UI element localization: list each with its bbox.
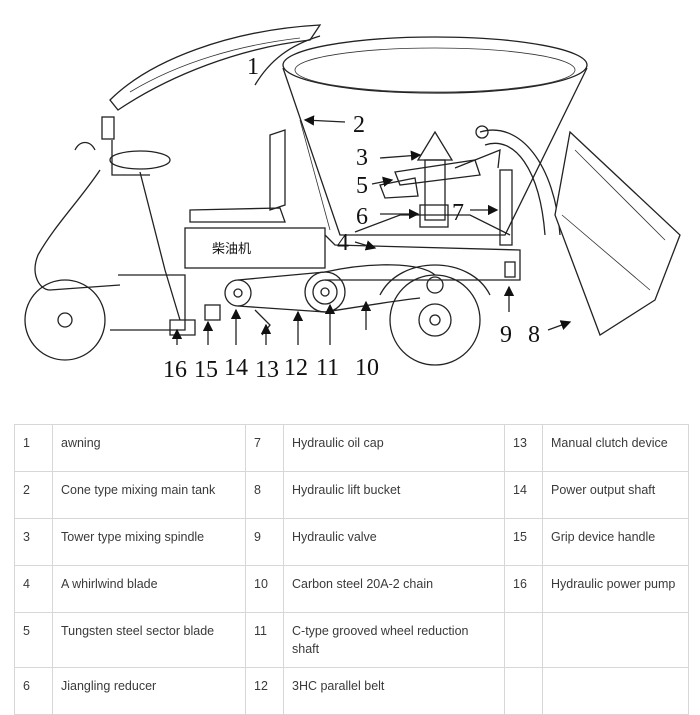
callout-4: 4 [337, 230, 349, 256]
part-name: Hydraulic power pump [542, 565, 689, 613]
part-number: 11 [245, 612, 284, 668]
callout-6: 6 [356, 204, 368, 230]
part-number: 2 [14, 471, 53, 519]
callout-10: 10 [355, 355, 379, 381]
part-number: 6 [14, 667, 53, 715]
part-number: 3 [14, 518, 53, 566]
part-name: Hydraulic valve [283, 518, 505, 566]
part-number: 7 [245, 424, 284, 472]
part-number: 8 [245, 471, 284, 519]
part-number: 16 [504, 565, 543, 613]
parts-table: 1 awning 7 Hydraulic oil cap 13 Manual c… [14, 424, 689, 715]
mixing-tank-drawing [282, 36, 588, 236]
part-name: Hydraulic oil cap [283, 424, 505, 472]
part-number: 4 [14, 565, 53, 613]
part-number [504, 612, 543, 668]
callout-8: 8 [528, 322, 540, 348]
part-name: A whirlwind blade [52, 565, 246, 613]
table-row: 3 Tower type mixing spindle 9 Hydraulic … [14, 518, 689, 566]
callout-12: 12 [284, 355, 308, 381]
part-number: 12 [245, 667, 284, 715]
part-name: C-type grooved wheel reduction shaft [283, 612, 505, 668]
awning-drawing [109, 24, 322, 111]
body-text-label: 柴油机 [212, 241, 251, 256]
callout-3: 3 [356, 145, 368, 171]
part-number: 1 [14, 424, 53, 472]
table-row: 5 Tungsten steel sector blade 11 C-type … [14, 612, 689, 668]
part-name: Power output shaft [542, 471, 689, 519]
part-name [542, 667, 689, 715]
part-number: 9 [245, 518, 284, 566]
part-name: Tungsten steel sector blade [52, 612, 246, 668]
table-row: 1 awning 7 Hydraulic oil cap 13 Manual c… [14, 424, 689, 472]
part-name: awning [52, 424, 246, 472]
part-number: 5 [14, 612, 53, 668]
callout-13: 13 [255, 357, 279, 383]
callout-labels: 1 2 3 4 5 6 7 8 9 10 11 12 13 14 15 16 [163, 54, 540, 383]
part-number: 10 [245, 565, 284, 613]
part-number: 15 [504, 518, 543, 566]
callout-15: 15 [194, 357, 218, 383]
machine-diagram: 柴油机 [24, 24, 681, 383]
part-name: 3HC parallel belt [283, 667, 505, 715]
callout-7: 7 [452, 200, 464, 226]
lift-bucket-drawing [475, 125, 681, 336]
part-name: Hydraulic lift bucket [283, 471, 505, 519]
callout-16: 16 [163, 357, 187, 383]
callout-11: 11 [316, 355, 339, 381]
part-name: Cone type mixing main tank [52, 471, 246, 519]
callout-1: 1 [247, 54, 259, 80]
part-number: 13 [504, 424, 543, 472]
callout-2: 2 [353, 112, 365, 138]
part-number: 14 [504, 471, 543, 519]
table-row: 4 A whirlwind blade 10 Carbon steel 20A-… [14, 565, 689, 613]
callout-5: 5 [356, 173, 368, 199]
table-row: 6 Jiangling reducer 12 3HC parallel belt [14, 667, 689, 715]
part-name: Manual clutch device [542, 424, 689, 472]
part-number [504, 667, 543, 715]
callout-9: 9 [500, 322, 512, 348]
part-name: Tower type mixing spindle [52, 518, 246, 566]
drive-train-drawing [169, 261, 516, 336]
part-name: Jiangling reducer [52, 667, 246, 715]
front-fuselage-drawing [34, 116, 181, 321]
callout-arrows [171, 115, 572, 345]
part-name: Grip device handle [542, 518, 689, 566]
spindle-drawing [354, 130, 511, 236]
callout-14: 14 [224, 355, 248, 381]
part-name [542, 612, 689, 668]
part-name: Carbon steel 20A-2 chain [283, 565, 505, 613]
table-row: 2 Cone type mixing main tank 8 Hydraulic… [14, 471, 689, 519]
